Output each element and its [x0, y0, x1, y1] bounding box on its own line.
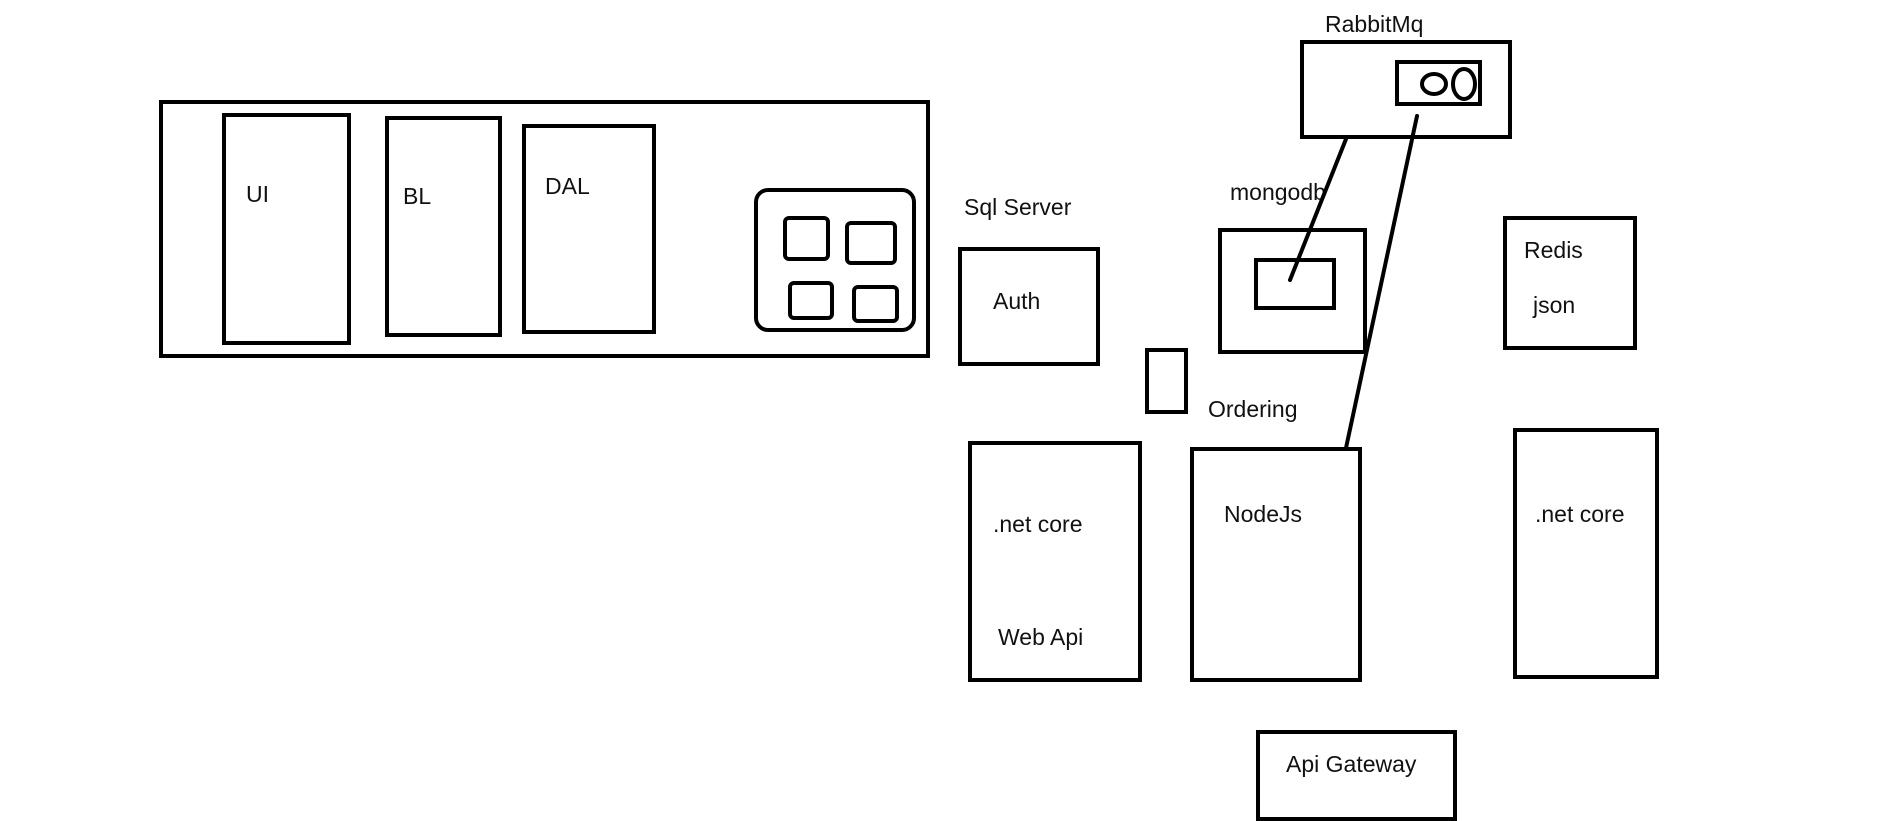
bl-layer-box [385, 116, 502, 337]
bl-layer-label: BL [403, 183, 432, 209]
nodejs-box [1190, 447, 1362, 682]
redis-label: Redis [1524, 237, 1583, 263]
json-label: json [1533, 292, 1576, 318]
mongodb-inner-box [1254, 258, 1336, 310]
api-gateway-box [1256, 730, 1457, 821]
microservice-icon-square-1 [783, 216, 830, 261]
dal-layer-box [522, 124, 656, 334]
ui-layer-label: UI [246, 181, 269, 207]
ui-layer-box [222, 113, 351, 345]
auth-service-label: Auth [993, 288, 1041, 314]
sql-server-label: Sql Server [964, 194, 1072, 220]
rabbitmq-inner-box [1395, 60, 1482, 106]
net-core-web-api-box [968, 441, 1142, 682]
nodejs-label: NodeJs [1224, 501, 1302, 527]
small-connector-box [1145, 348, 1188, 414]
api-gateway-label: Api Gateway [1286, 751, 1417, 777]
ordering-label: Ordering [1208, 396, 1298, 422]
dal-layer-label: DAL [545, 173, 590, 199]
microservice-icon-square-3 [788, 281, 834, 320]
web-api-label: Web Api [998, 624, 1084, 650]
redis-box [1503, 216, 1637, 350]
microservice-icon-square-4 [852, 285, 899, 323]
microservice-icon-square-2 [845, 221, 897, 265]
net-core-right-box [1513, 428, 1659, 679]
net-core-right-label: .net core [1535, 501, 1625, 527]
mongodb-label: mongodb [1230, 179, 1326, 205]
monolith-container [159, 100, 930, 358]
net-core-left-label: .net core [993, 511, 1083, 537]
auth-service-box [958, 247, 1100, 366]
microservices-icon-box [754, 188, 916, 332]
rabbitmq-label: RabbitMq [1325, 11, 1424, 37]
